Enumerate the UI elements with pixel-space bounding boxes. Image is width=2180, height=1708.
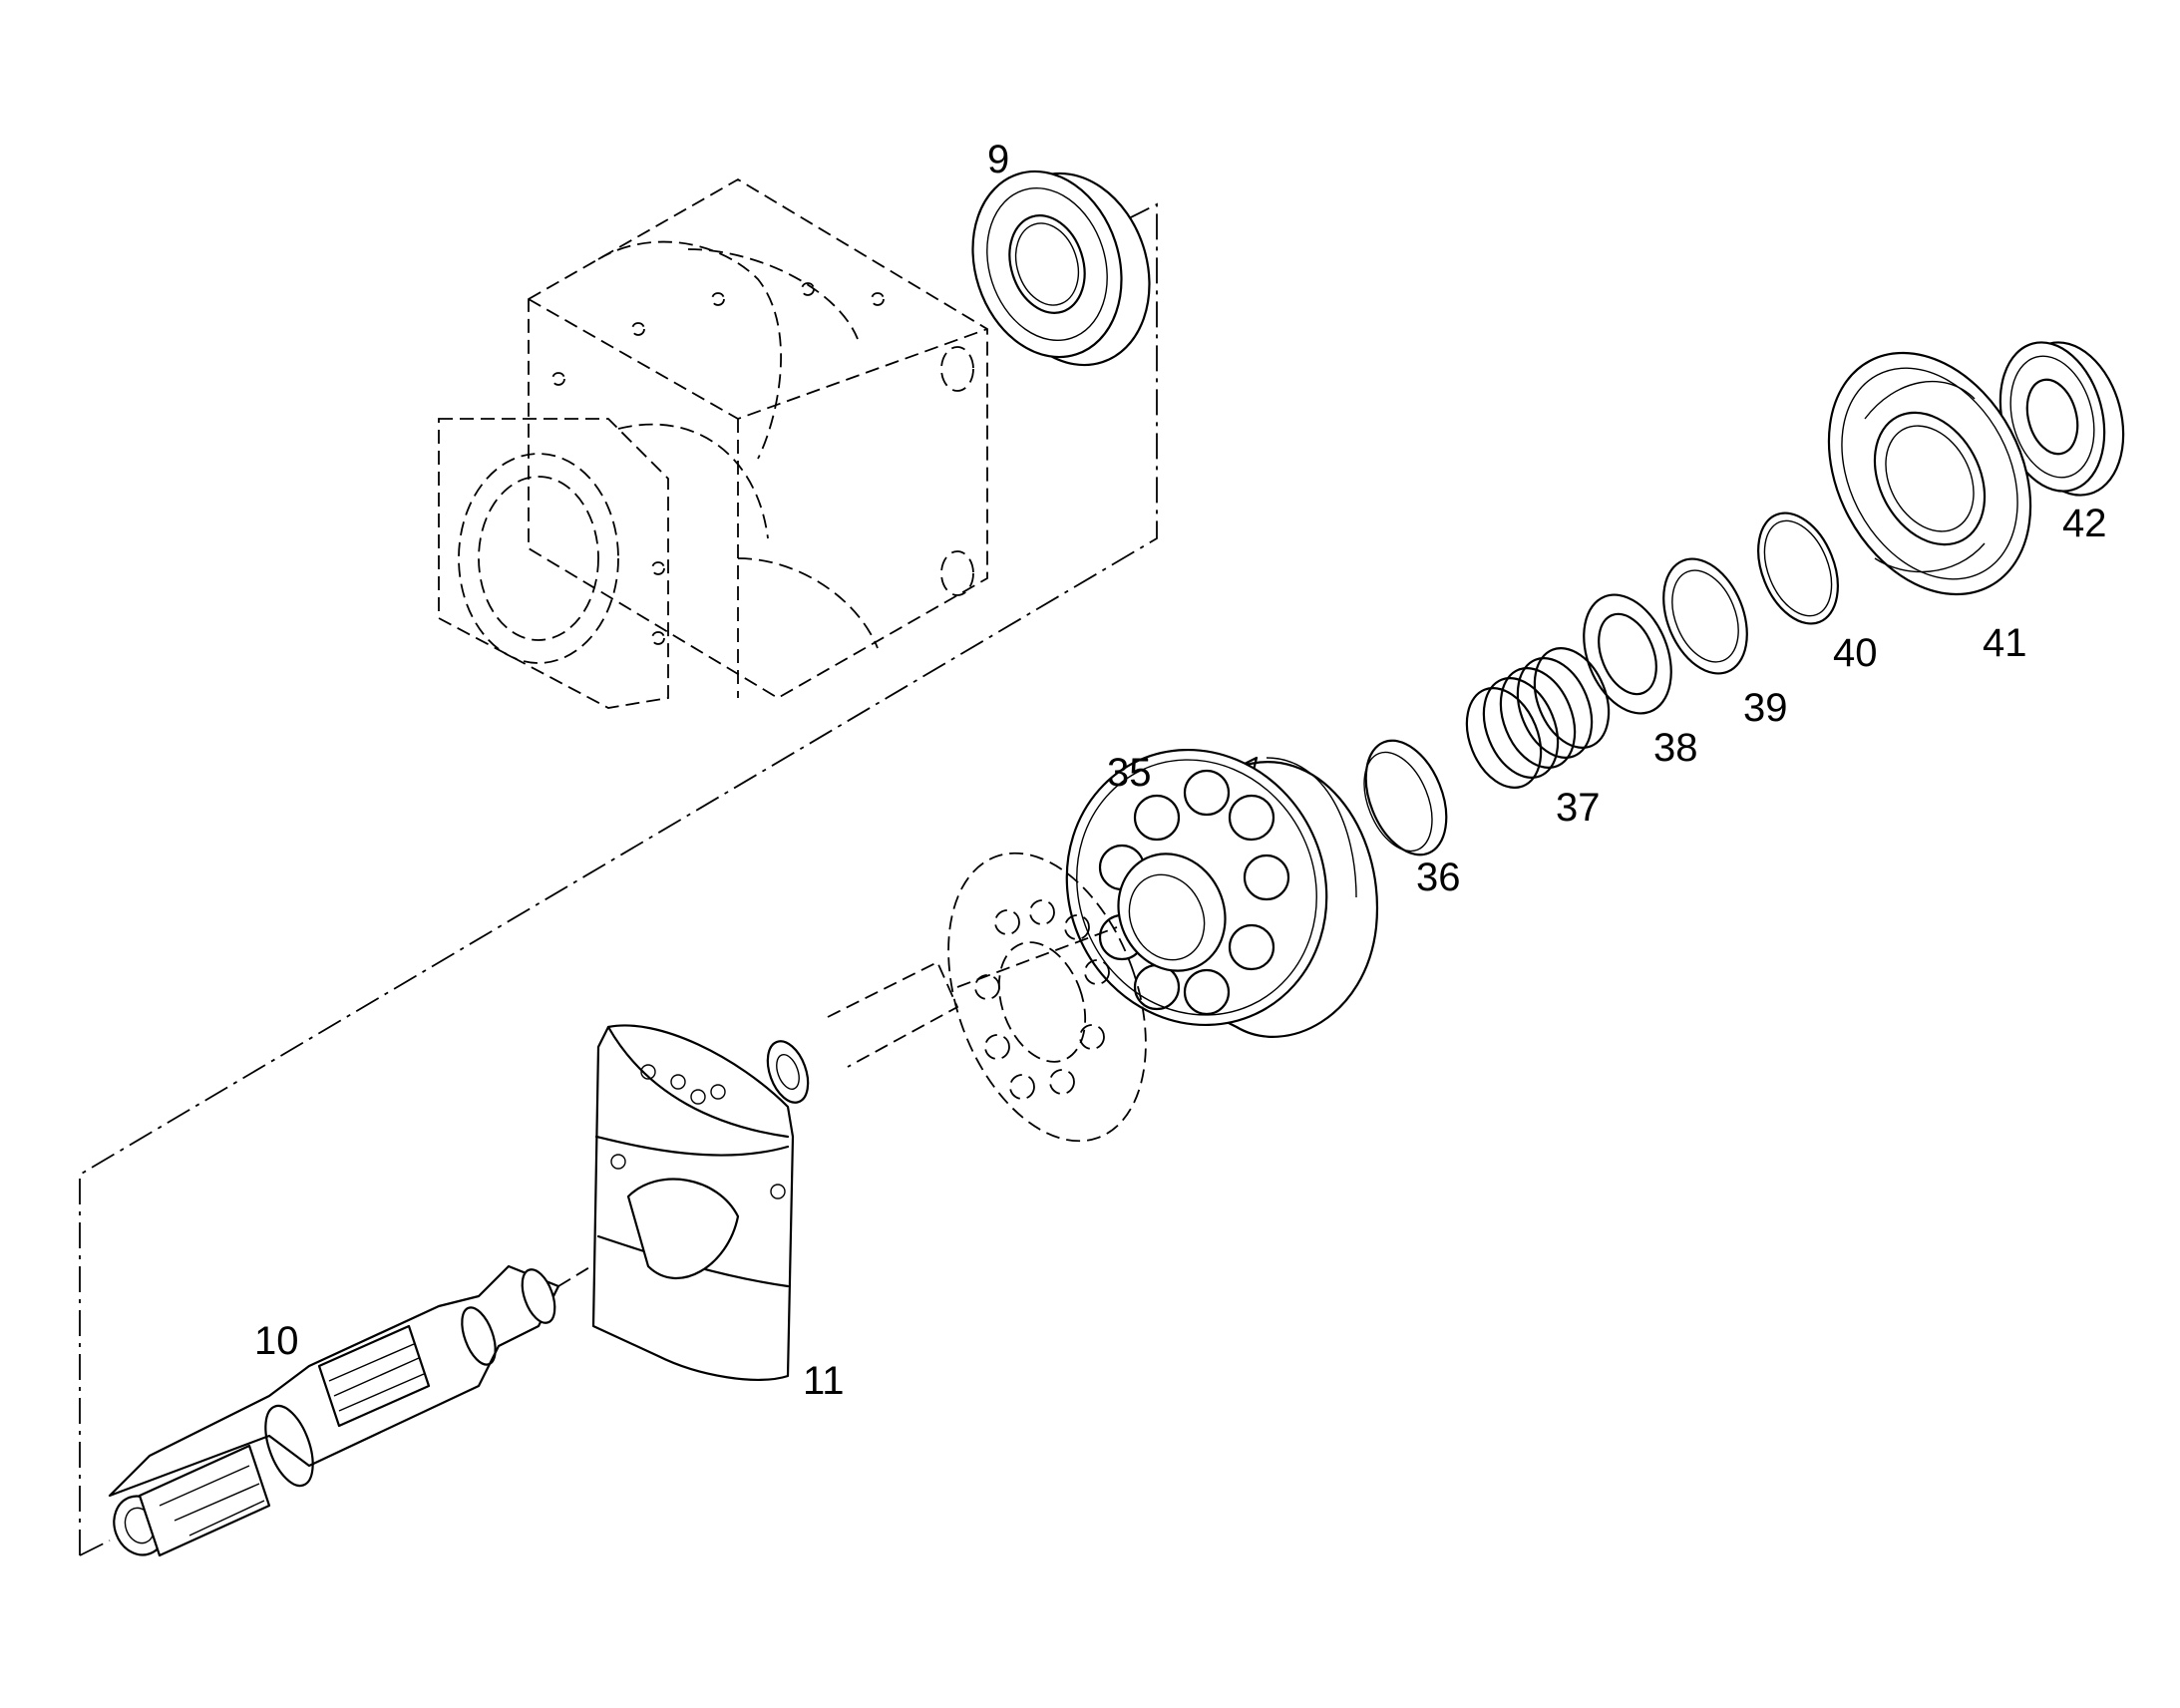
part-11-swash-cradle <box>591 1024 795 1382</box>
assembly-guide-line <box>79 202 1158 1555</box>
part-36-ring <box>1363 739 1448 856</box>
part-9-bearing <box>971 170 1151 367</box>
callout-41: 41 <box>1983 621 2027 665</box>
part-40-retaining-ring <box>1757 512 1839 625</box>
part-10-drive-shaft <box>108 1264 560 1557</box>
callout-36: 36 <box>1416 855 1461 899</box>
callout-9: 9 <box>987 138 1010 181</box>
callout-42: 42 <box>2062 502 2107 545</box>
part-42-bearing <box>1998 341 2125 497</box>
callout-10: 10 <box>254 1319 299 1363</box>
pump-housing <box>438 177 988 709</box>
callout-35: 35 <box>1107 751 1152 795</box>
callout-39: 39 <box>1743 686 1788 730</box>
callout-11: 11 <box>803 1359 845 1403</box>
assembly-guide-line-end <box>79 1539 111 1556</box>
part-39-shim <box>1662 557 1748 675</box>
phantom-swash-plate <box>947 852 1147 1143</box>
callout-37: 37 <box>1556 786 1601 830</box>
part-41-valve-plate <box>1827 351 2032 596</box>
callout-40: 40 <box>1833 631 1878 675</box>
part-38-washer <box>1583 593 1672 715</box>
callout-38: 38 <box>1653 726 1698 770</box>
part-35-cylinder-block <box>1065 748 1379 1038</box>
part-37-spring <box>1465 647 1611 789</box>
